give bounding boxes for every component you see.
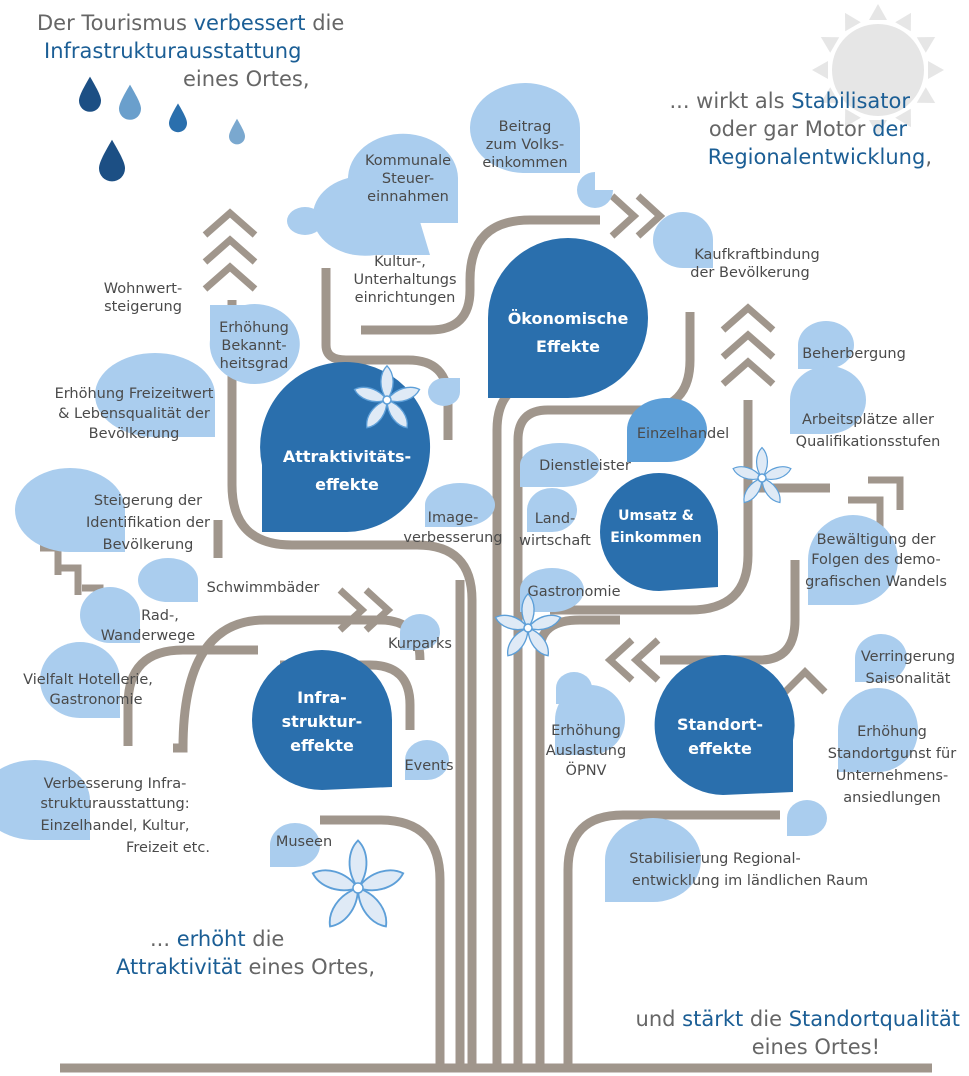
leaf-arbeitsplaetze-2: Qualifikationsstufen [796,434,941,450]
leaf-bekanntheit-1: Erhöhung [219,320,289,336]
leaf-wohnwert-1: Wohnwert- [104,281,182,297]
leaf-kultur-3: einrichtungen [355,290,456,306]
chevron-arrows-icon [40,193,904,695]
effect-standort-label-1: Standort- [677,715,763,734]
flower-centers [352,395,767,894]
leaf-wohnwert-2: steigerung [104,299,182,315]
leaf-kommunale-1: Kommunale [365,153,451,169]
raindrops-icon [79,76,245,182]
leaf-hotellerie-2: Gastronomie [49,692,142,708]
leaf-volkseinkommen-3: einkommen [482,155,567,171]
leaf-image-1: Image- [428,510,479,526]
leaf-kommunale-3: einnahmen [367,189,449,205]
leaf-kaufkraft-2: der Bevölkerung [690,265,809,281]
caption-bottom-left: ... erhöht die Attraktivität eines Ortes… [116,927,375,979]
leaf-labels: Kommunale Steuer- einnahmen Beitrag zum … [23,119,956,889]
leaf-einzelhandel-text: Einzelhandel [637,426,729,442]
leaf-freizeitwert-2: & Lebensqualität der [58,406,210,422]
leaf-volkseinkommen-2: zum Volks- [486,137,564,153]
leaf-standortgunst-2: Standortgunst für [828,746,956,762]
leaf-events: Events [404,758,453,774]
leaf-einzelhandel [627,398,707,462]
svg-text:und stärkt die Standortqualitä: und stärkt die Standortqualität [636,1007,960,1031]
effect-oekonomisch-label-1: Ökonomische [508,309,629,328]
leaf-bekanntheit-3: heitsgrad [220,356,289,372]
leaf-oepnv-3: ÖPNV [566,761,607,779]
effect-infrastruktur-label-2: struktur- [282,712,363,731]
leaf-radwege-1: Rad-, [141,608,179,624]
leaf-gastronomie: Gastronomie [527,584,620,600]
leaf-schwimmbaeder: Schwimmbäder [207,580,320,596]
caption-top-right: ... wirkt als Stabilisator oder gar Moto… [669,89,932,169]
leaf-kultur-1: Kultur-, [374,254,426,270]
effect-attraktivitaet-label-1: Attraktivitäts- [283,447,411,466]
effect-oekonomisch-label-2: Effekte [536,337,600,356]
leaf-stabilisierung-2: entwicklung im ländlichen Raum [632,873,868,889]
leaf-verbesserung-3: Einzelhandel, Kultur, [40,818,189,834]
leaf-kommunale-2: Steuer- [382,171,434,187]
svg-text:eines Ortes,: eines Ortes, [183,67,310,91]
leaf-kultur-2: Unterhaltungs [353,272,456,288]
leaf-demografie-3: grafischen Wandels [805,574,947,590]
effect-standort-label-2: effekte [688,739,752,758]
effect-umsatz: Umsatz & Einkommen [600,473,718,591]
leaf-image-2: verbesserung [403,530,502,546]
leaf-freizeitwert-1: Erhöhung Freizeitwert [55,386,214,402]
leaf-standortgunst-3: Unternehmens- [836,768,948,784]
leaf-verbesserung-1: Verbesserung Infra- [44,776,187,792]
leaf-demografie-2: Folgen des demo- [811,552,941,568]
effect-infrastruktur-label-3: effekte [290,736,354,755]
effect-umsatz-label-2: Einkommen [610,530,702,546]
leaf-volkseinkommen-1: Beitrag [499,119,552,135]
leaf-identifikation-2: Identifikation der [86,515,210,531]
leaf-beherbergung: Beherbergung [802,346,906,362]
svg-text:oder gar Motor der: oder gar Motor der [709,117,908,141]
leaf-identifikation-1: Steigerung der [94,493,202,509]
svg-text:Infrastrukturausstattung: Infrastrukturausstattung [44,39,301,63]
leaf-hotellerie-1: Vielfalt Hotellerie, [23,672,153,688]
leaf-saisonalitaet-1: Verringerung [861,649,955,665]
effect-infrastruktur-label-1: Infra- [297,688,347,707]
leaf-bekanntheit-2: Bekannt- [221,338,286,354]
leaf-standortgunst-4: ansiedlungen [843,790,941,806]
caption-top-left: Der Tourismus verbessert die Infrastrukt… [37,11,344,91]
svg-text:Attraktivität eines Ortes,: Attraktivität eines Ortes, [116,955,375,979]
leaves [0,83,918,902]
leaf-kurparks: Kurparks [388,636,452,652]
sun-icon [812,4,944,136]
leaf-landwirtschaft-1: Land- [535,511,576,527]
effect-umsatz-label-1: Umsatz & [618,508,694,524]
svg-text:Der Tourismus verbessert die: Der Tourismus verbessert die [37,11,344,35]
leaf-verbesserung-2: strukturausstattung: [40,796,189,812]
svg-text:... wirkt als Stabilisator: ... wirkt als Stabilisator [669,89,910,113]
effect-standort: Standort- effekte [654,655,795,795]
svg-text:... erhöht die: ... erhöht die [150,927,284,951]
leaf-standortgunst-1: Erhöhung [857,724,927,740]
effect-attraktivitaet-label-2: effekte [315,475,379,494]
leaf-oepnv-1: Erhöhung [551,723,621,739]
leaf-verbesserung-4: Freizeit etc. [126,840,210,856]
leaf-museen: Museen [276,834,332,850]
leaf-arbeitsplaetze-1: Arbeitsplätze aller [802,412,934,428]
svg-text:Regionalentwicklung,: Regionalentwicklung, [708,145,932,169]
leaf-identifikation-3: Bevölkerung [103,537,194,553]
caption-bottom-right: und stärkt die Standortqualität eines Or… [636,1007,960,1059]
leaf-dienstleister: Dienstleister [539,458,631,474]
svg-text:eines Ortes!: eines Ortes! [752,1035,880,1059]
leaf-oepnv-2: Auslastung [546,743,626,759]
leaf-radwege-2: Wanderwege [101,628,196,644]
effect-infrastruktur: Infra- struktur- effekte [252,650,392,790]
leaf-kaufkraft-1: Kaufkraftbindung [694,247,819,263]
leaf-landwirtschaft-2: wirtschaft [519,533,591,549]
leaf-freizeitwert-3: Bevölkerung [89,426,180,442]
leaf-saisonalitaet-2: Saisonalität [866,671,951,687]
leaf-stabilisierung-1: Stabilisierung Regional- [629,851,801,867]
leaf-demografie-1: Bewältigung der [817,532,936,548]
effect-oekonomisch: Ökonomische Effekte [488,238,648,398]
